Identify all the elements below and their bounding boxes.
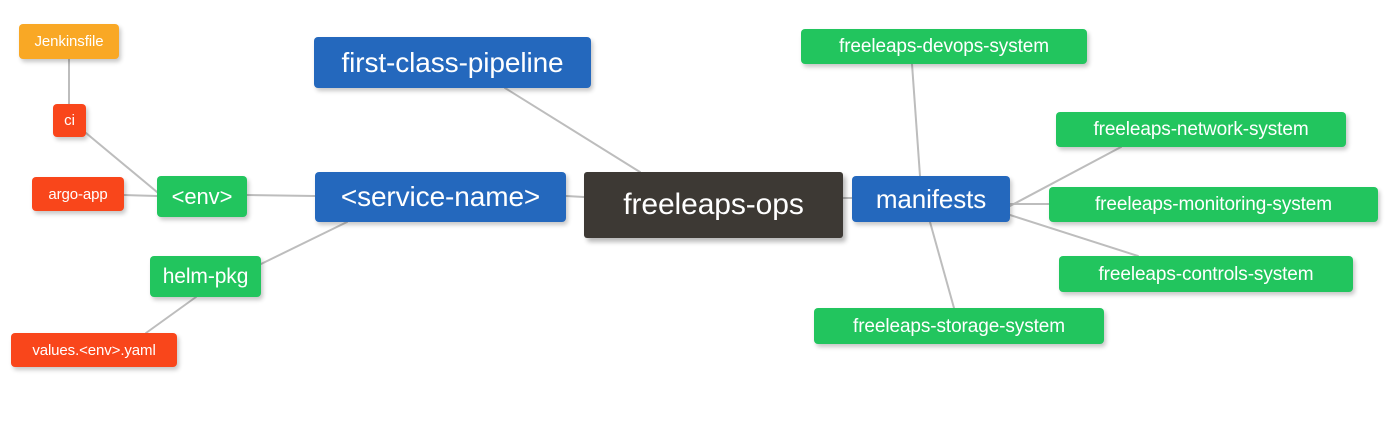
node-label: helm-pkg (162, 265, 249, 288)
node-controls-sys[interactable]: freeleaps-controls-system (1059, 256, 1353, 292)
node-ci[interactable]: ci (53, 104, 86, 137)
node-label: freeleaps-devops-system (839, 36, 1049, 57)
node-env[interactable]: <env> (157, 176, 247, 217)
node-label: freeleaps-storage-system (853, 315, 1065, 337)
node-devops-sys[interactable]: freeleaps-devops-system (801, 29, 1087, 64)
node-monitoring-sys[interactable]: freeleaps-monitoring-system (1049, 187, 1378, 222)
node-label: freeleaps-controls-system (1098, 263, 1314, 285)
node-label: first-class-pipeline (341, 46, 564, 78)
node-storage-sys[interactable]: freeleaps-storage-system (814, 308, 1104, 344)
node-label: argo-app (48, 185, 108, 203)
edge-service-name-to-freeleaps-ops (565, 195, 585, 198)
edge-env-to-service-name (246, 194, 316, 197)
edge-argo-app-to-env (123, 194, 158, 197)
node-label: values.<env>.yaml (32, 341, 156, 359)
node-label: Jenkinsfile (34, 33, 104, 50)
node-jenkinsfile[interactable]: Jenkinsfile (19, 24, 119, 59)
edge-pipeline-to-freeleaps-ops (504, 87, 641, 173)
edge-helm-pkg-to-service-name (260, 221, 348, 265)
node-label: manifests (875, 184, 987, 214)
node-helm-pkg[interactable]: helm-pkg (150, 256, 261, 297)
edge-values-yaml-to-helm-pkg (145, 296, 197, 334)
node-label: freeleaps-ops (623, 188, 804, 221)
edge-manifests-to-devops-sys (911, 63, 921, 177)
node-service-name[interactable]: <service-name> (315, 172, 566, 222)
edge-manifests-to-storage-sys (929, 221, 955, 309)
node-label: freeleaps-network-system (1093, 119, 1309, 140)
node-pipeline[interactable]: first-class-pipeline (314, 37, 591, 88)
node-freeleaps-ops[interactable]: freeleaps-ops (584, 172, 843, 238)
node-argo-app[interactable]: argo-app (32, 177, 124, 211)
node-label: freeleaps-monitoring-system (1095, 194, 1332, 215)
node-values-yaml[interactable]: values.<env>.yaml (11, 333, 177, 367)
node-label: ci (64, 112, 75, 129)
node-network-sys[interactable]: freeleaps-network-system (1056, 112, 1346, 147)
node-label: <service-name> (340, 181, 541, 212)
node-manifests[interactable]: manifests (852, 176, 1010, 222)
node-label: <env> (171, 183, 233, 209)
